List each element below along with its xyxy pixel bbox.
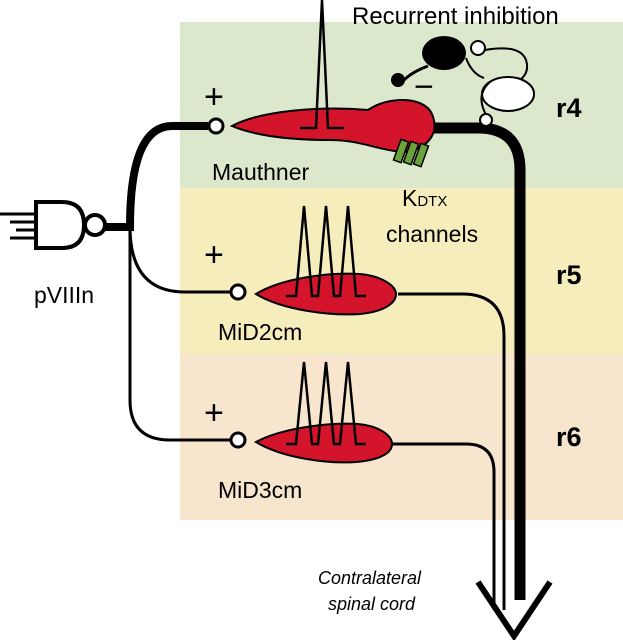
mid3cm-axon bbox=[392, 442, 496, 610]
afferent-branches bbox=[105, 122, 230, 442]
output-axons bbox=[392, 122, 526, 610]
mauthner-spike-icon bbox=[300, 0, 344, 130]
mauthner-excitation-sign: + bbox=[204, 78, 224, 116]
mauthner-axon bbox=[420, 122, 526, 600]
region-label-r6: r6 bbox=[556, 422, 582, 452]
recurrent-inhibition-title: Recurrent inhibition bbox=[352, 3, 559, 30]
inhibition-sign: − bbox=[414, 68, 434, 106]
afferent-to-mid3cm bbox=[128, 227, 230, 442]
mid2cm-excitation-sign: + bbox=[204, 236, 224, 274]
mauthner-collateral-terminal bbox=[479, 113, 493, 127]
kdtx-channels-label: KDTX bbox=[402, 185, 447, 211]
kdtx-subscript: DTX bbox=[417, 193, 447, 210]
mauthner-synapse bbox=[207, 117, 225, 135]
mid2cm-synapse bbox=[229, 283, 247, 301]
mid3cm-cell bbox=[253, 422, 394, 464]
mid2cm-axon bbox=[398, 292, 506, 610]
mauthner-label: Mauthner bbox=[212, 159, 310, 185]
mid2cm-label: MiD2cm bbox=[218, 319, 302, 345]
interneuron-terminal bbox=[470, 40, 486, 56]
output-label-line2: spinal cord bbox=[328, 594, 416, 614]
mid2cm-spikes-icon bbox=[286, 205, 366, 298]
output-label-line1: Contralateral bbox=[318, 568, 422, 588]
kdtx-k: K bbox=[402, 185, 418, 211]
region-label-r5: r5 bbox=[556, 260, 582, 290]
inhibitory-terminal bbox=[391, 73, 405, 87]
region-label-r4: r4 bbox=[556, 93, 582, 123]
region-r5-band bbox=[180, 188, 623, 354]
pviiin-label: pVIIIn bbox=[34, 282, 94, 308]
afferent-input-icon bbox=[0, 200, 107, 250]
mid3cm-synapse bbox=[229, 431, 247, 449]
recurrent-inhibition-circuit bbox=[391, 36, 535, 127]
mauthner-cell bbox=[229, 98, 436, 154]
spinal-cord-arrowhead bbox=[475, 580, 553, 640]
region-r6-band bbox=[180, 354, 623, 520]
mid3cm-excitation-sign: + bbox=[204, 394, 224, 432]
mid3cm-label: MiD3cm bbox=[218, 477, 302, 503]
mid3cm-spikes-icon bbox=[286, 361, 366, 446]
afferent-to-mauthner bbox=[105, 122, 208, 231]
channels-label: channels bbox=[386, 221, 478, 247]
inhibitory-interneuron bbox=[422, 36, 466, 70]
kdtx-channel-icon bbox=[392, 138, 430, 168]
